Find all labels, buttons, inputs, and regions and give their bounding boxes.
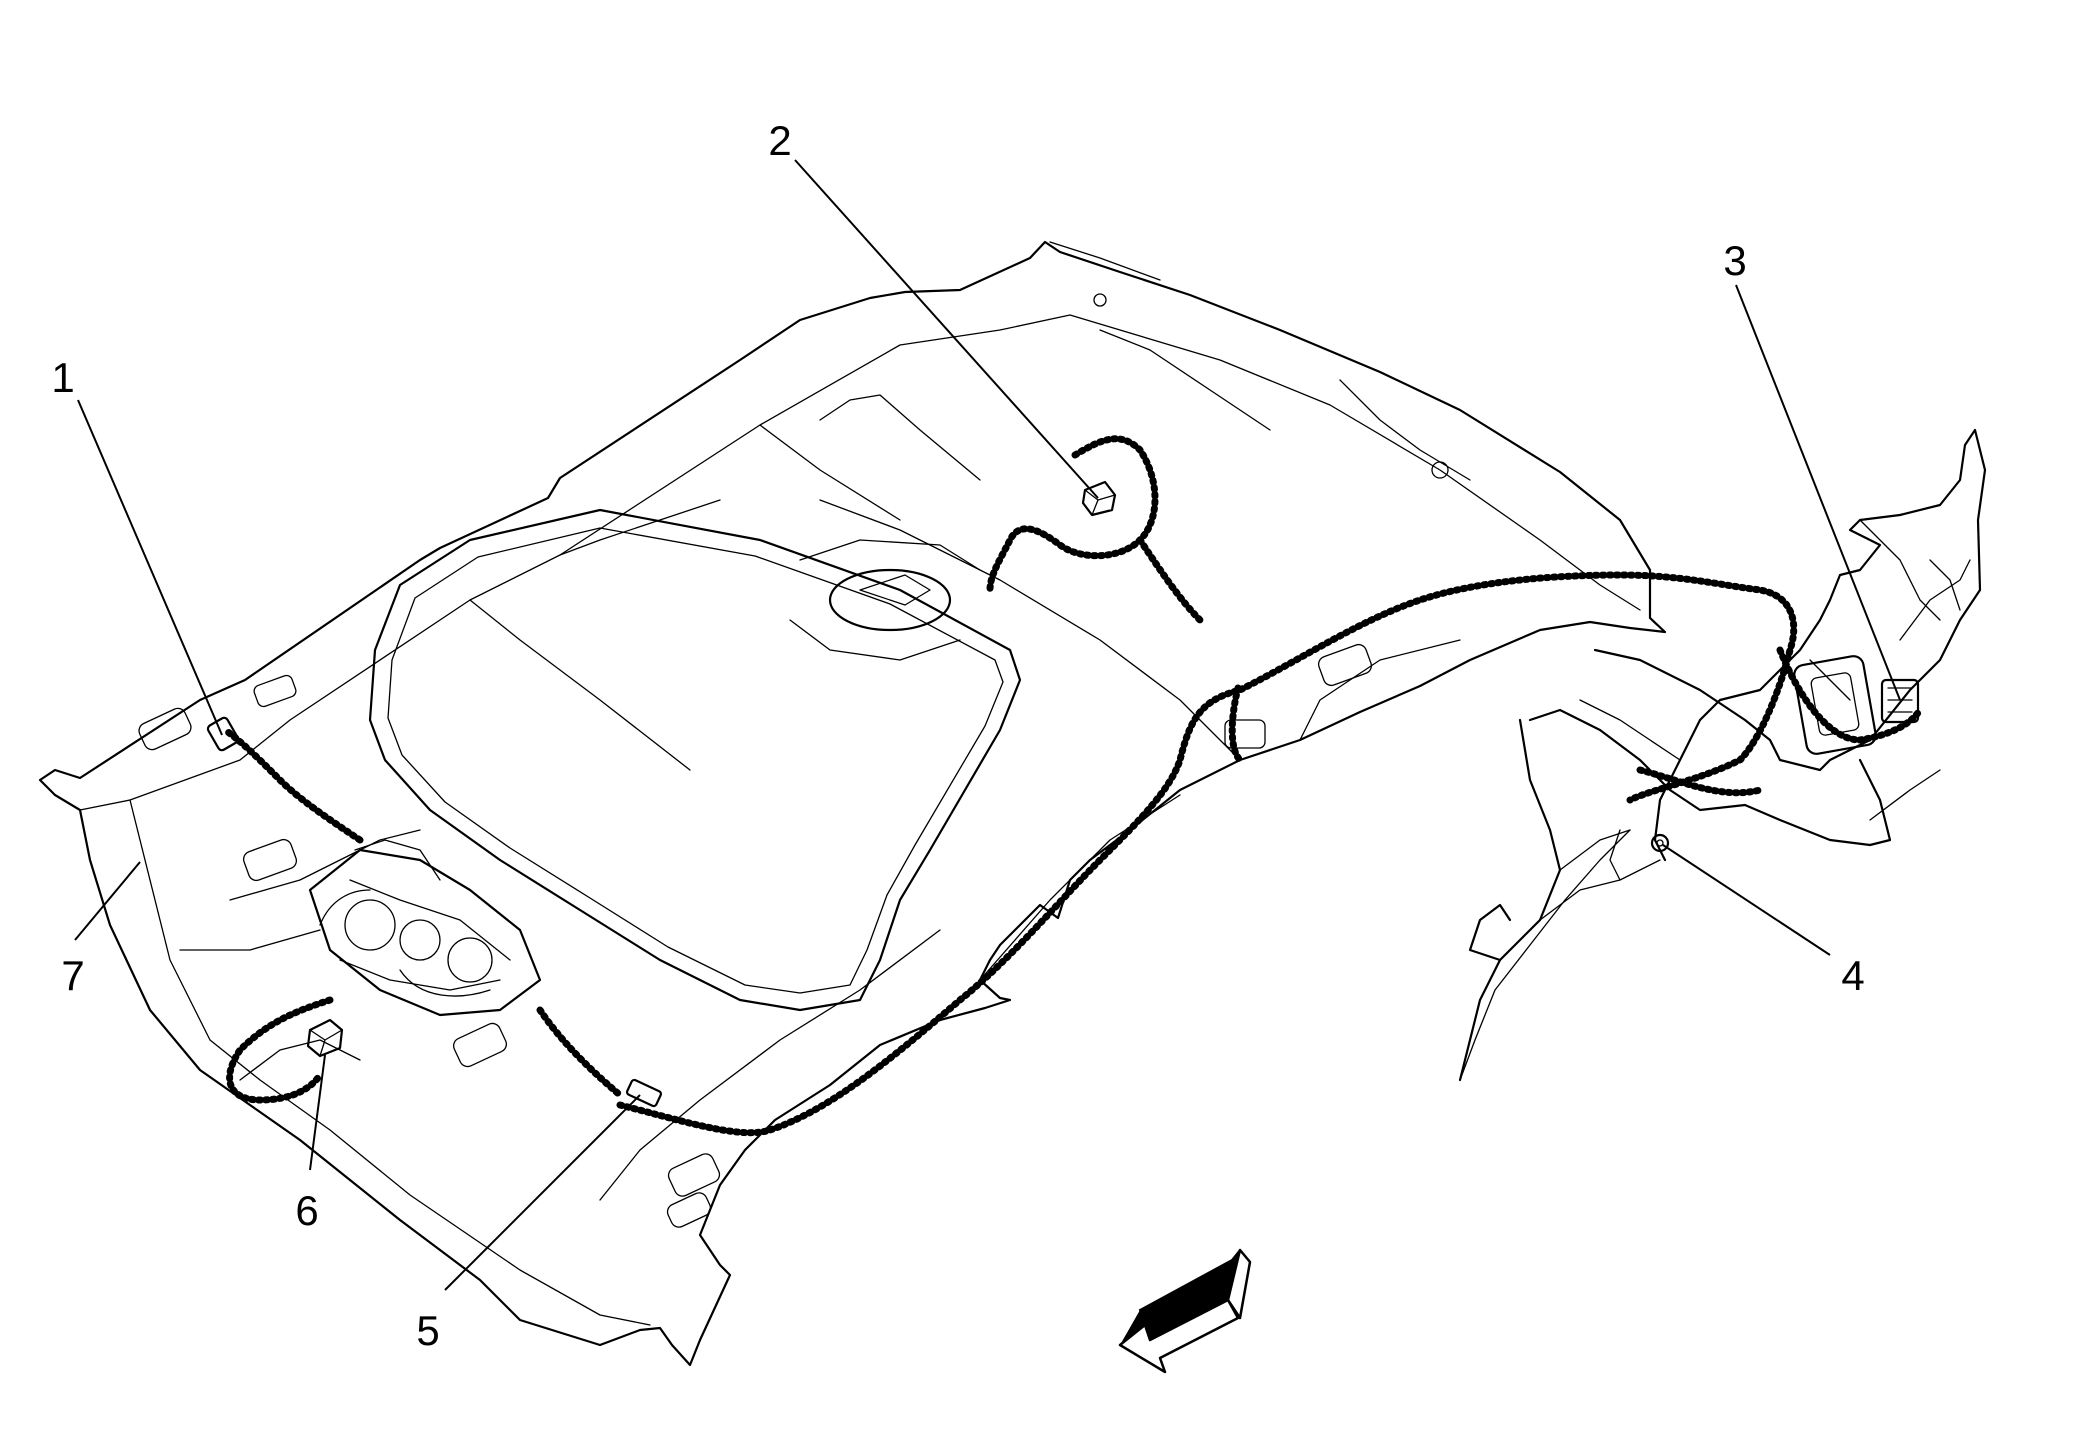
callout-6: 6 <box>295 1187 318 1234</box>
rear-quarter-panel <box>1458 428 1987 1082</box>
leader-4 <box>1662 844 1831 956</box>
callout-2: 2 <box>768 117 791 164</box>
mount-pockets <box>138 293 1449 1228</box>
callout-7: 7 <box>61 952 84 999</box>
leader-1 <box>77 399 223 736</box>
leader-3 <box>1735 284 1901 701</box>
callout-5: 5 <box>416 1307 439 1354</box>
leader-lines <box>74 159 1901 1291</box>
front-direction-arrow-icon <box>1118 1248 1252 1374</box>
connector-4-icon <box>1650 833 1670 853</box>
callout-4: 4 <box>1841 952 1864 999</box>
connector-6-icon <box>306 1018 344 1058</box>
callout-1: 1 <box>51 354 74 401</box>
leader-2 <box>794 159 1099 499</box>
front-harness-cluster <box>308 839 542 1017</box>
leader-5 <box>444 1094 641 1291</box>
connector-1-icon <box>206 716 240 752</box>
connector-5-icon <box>626 1078 662 1108</box>
callout-3: 3 <box>1723 237 1746 284</box>
leader-6 <box>309 1054 326 1171</box>
wiring-harness <box>221 435 1924 1137</box>
leader-7 <box>74 861 141 941</box>
connector-2-icon <box>1081 480 1117 517</box>
headliner-panel <box>38 240 1667 1367</box>
callout-labels: 1 2 3 4 5 6 7 <box>51 117 1864 1354</box>
